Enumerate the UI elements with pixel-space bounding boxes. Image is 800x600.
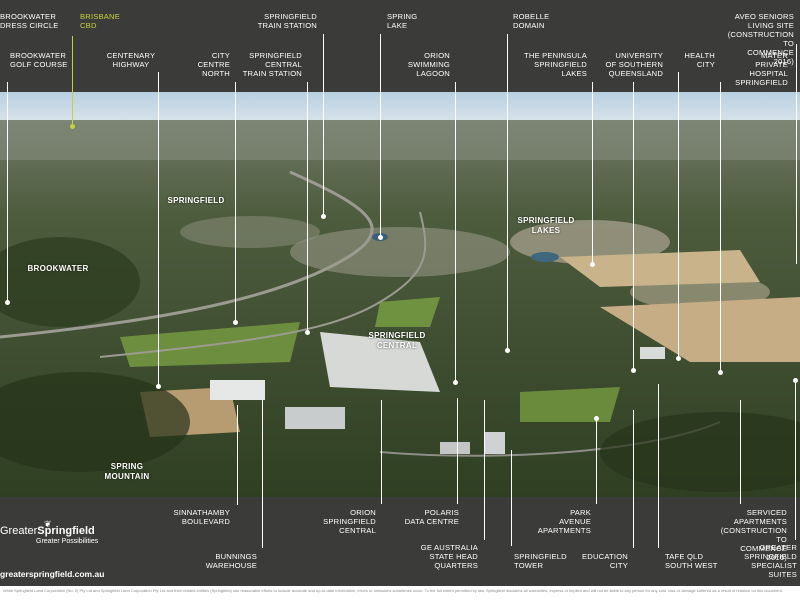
label-ge-australia: GE AUSTRALIA STATE HEAD QUARTERS [420,543,478,570]
brand-logo: ❦ GreaterSpringfield Greater Possibiliti… [0,519,99,546]
bottom-label-band [0,497,800,586]
label-polaris: POLARIS DATA CENTRE [404,508,459,526]
label-orion-swimming-lagoon: ORION SWIMMING LAGOON [407,51,450,78]
leader-springfield-central-train-station [307,82,308,332]
marker-brookwater-golf-course [5,300,10,305]
leader-serviced-apartments [740,400,741,504]
label-bunnings: BUNNINGS WAREHOUSE [205,552,257,570]
leader-orion-swimming-lagoon [455,82,456,382]
area-springfield-lakes: SPRINGFIELD LAKES [517,216,575,235]
area-brookwater: BROOKWATER [27,264,89,273]
leader-brookwater-golf-course [7,82,8,302]
leader-orion-central [381,400,382,504]
marker-park-avenue [594,416,599,421]
website-link[interactable]: greaterspringfield.com.au [0,569,105,579]
label-health-city: HEALTH CITY [684,51,715,69]
label-brisbane-cbd: BRISBANE CBD [80,12,121,30]
label-education-city: EDUCATION CITY [582,552,628,570]
leader-ge-australia [484,400,485,540]
marker-specialist-suites [793,378,798,383]
leader-bunnings [262,400,263,548]
marker-city-centre-north [233,320,238,325]
label-aveo: AVEO SENIORS LIVING SITE (CONSTRUCTION T… [727,12,794,66]
marker-centenary-highway [156,384,161,389]
marker-peninsula [590,262,595,267]
marker-orion-swimming-lagoon [453,380,458,385]
label-serviced-apartments: SERVICED APARTMENTS (CONSTRUCTION TO COM… [720,508,787,562]
label-sinnathamby: SINNATHAMBY BOULEVARD [173,508,230,526]
top-label-band [0,0,800,92]
marker-spring-lake [378,235,383,240]
label-springfield-train-station: SPRINGFIELD TRAIN STATION [257,12,317,30]
leader-tafe [658,384,659,548]
marker-usq [631,368,636,373]
label-specialist-suites: GREATER SPRINGFIELD SPECIALIST SUITES [744,543,797,579]
leader-peninsula [592,82,593,264]
leader-park-avenue [596,418,597,504]
leader-city-centre-north [235,82,236,322]
leader-mater [720,82,721,372]
area-spring-mountain: SPRING MOUNTAIN [104,462,150,481]
leader-aveo [796,44,797,264]
label-park-avenue: PARK AVENUE APARTMENTS [537,508,591,535]
brand-name: GreaterSpringfield [0,525,95,537]
leader-polaris [457,398,458,504]
label-brookwater-dress-circle: BROOKWATER DRESS CIRCLE [0,12,59,30]
leader-health-city [678,72,679,358]
marker-springfield-central-train-station [305,330,310,335]
marker-brisbane-cbd [70,124,75,129]
leader-centenary-highway [158,72,159,386]
label-peninsula-springfield-lakes: THE PENINSULA SPRINGFIELD LAKES [524,51,587,78]
marker-mater [718,370,723,375]
leaf-icon: ❦ [44,519,52,529]
label-spring-lake: SPRING LAKE [387,12,418,30]
area-springfield-central: SPRINGFIELD CENTRAL [368,331,426,350]
aerial-photo [0,92,800,497]
label-springfield-tower: SPRINGFIELD TOWER [514,552,567,570]
marker-health-city [676,356,681,361]
label-tafe: TAFE QLD SOUTH WEST [665,552,718,570]
label-robelle-domain: ROBELLE DOMAIN [513,12,550,30]
label-usq: UNIVERSITY OF SOUTHERN QUEENSLAND [605,51,663,78]
leader-education-city [633,410,634,548]
marker-robelle-domain [505,348,510,353]
leader-spring-lake [380,34,381,237]
aerial-photo-illustration [0,92,800,497]
leader-usq [633,82,634,370]
disclaimer-text: While Springfield Land Corporation (No. … [0,586,800,600]
brand-tagline: Greater Possibilities [36,538,99,545]
leader-springfield-tower [511,450,512,546]
label-brookwater-golf-course: BROOKWATER GOLF COURSE [10,51,68,69]
label-orion-springfield-central: ORION SPRINGFIELD CENTRAL [323,508,376,535]
leader-specialist-suites [795,380,796,540]
area-springfield: SPRINGFIELD [167,196,225,205]
leader-brisbane-cbd [72,36,73,126]
label-mater: MATER PRIVATE HOSPITAL SPRINGFIELD [735,51,788,87]
leader-sinnathamby [237,405,238,505]
leader-robelle-domain [507,34,508,350]
leader-springfield-train-station [323,34,324,216]
label-city-centre-north: CITY CENTRE NORTH [197,51,230,78]
marker-springfield-train-station [321,214,326,219]
label-springfield-central-train-station: SPRINGFIELD CENTRAL TRAIN STATION [242,51,302,78]
label-centenary-highway: CENTENARY HIGHWAY [106,51,156,69]
